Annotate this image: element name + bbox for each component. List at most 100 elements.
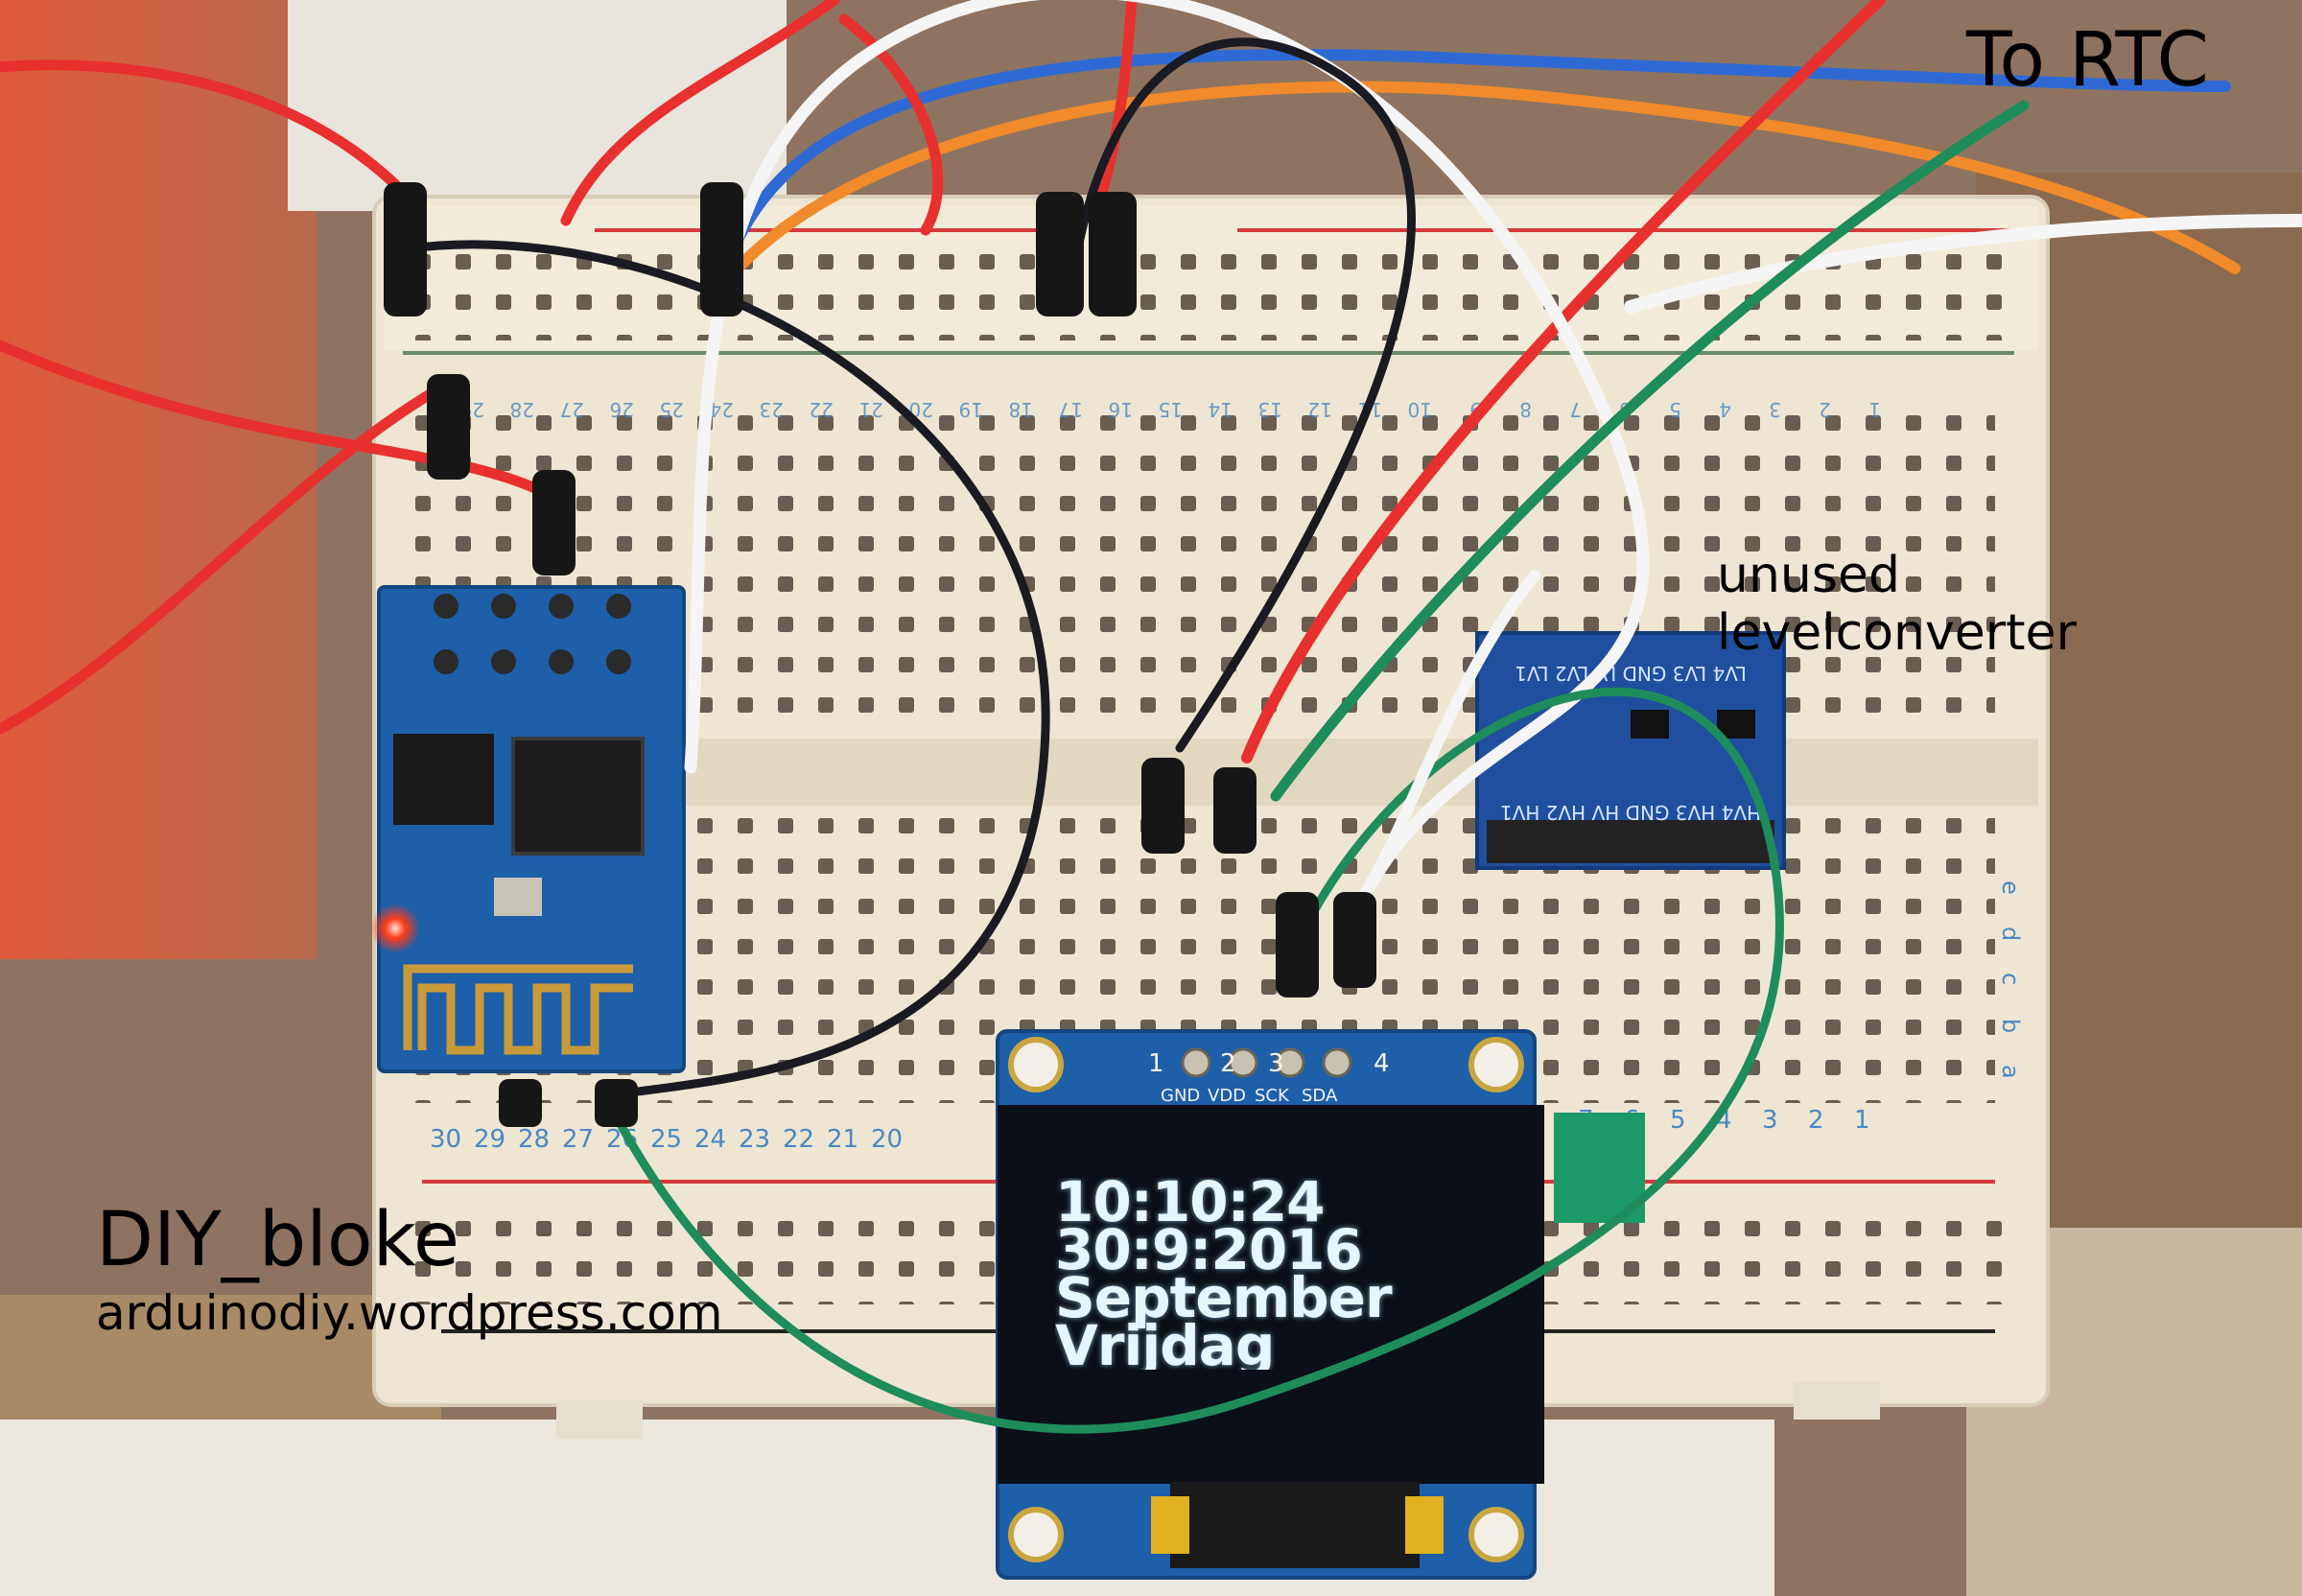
wire-red-top-2 xyxy=(838,13,944,236)
level-converter-pins xyxy=(1487,820,1774,863)
column-number: 2 xyxy=(1819,398,1831,421)
oled-time: 10:10:24 xyxy=(1055,1178,1326,1234)
wire-red-left-1 xyxy=(0,59,409,198)
column-number: 12 xyxy=(1308,398,1332,421)
oled-date: 30:9:2016 xyxy=(1055,1217,1363,1282)
oled-pin-number: 2 xyxy=(1220,1049,1236,1078)
oled-mount-hole-br xyxy=(1468,1507,1524,1562)
website-label: arduinodiy.wordpress.com xyxy=(96,1285,723,1341)
author-label: DIY_bloke xyxy=(96,1197,459,1283)
wire-white-lower xyxy=(1366,570,1540,888)
wire-green-diagonal xyxy=(1270,100,2030,802)
column-number: 3 xyxy=(1769,398,1781,421)
column-number: 19 xyxy=(959,398,983,421)
column-number: 27 xyxy=(560,398,584,421)
oled-mount-hole-bl xyxy=(1008,1507,1064,1562)
unused-label-line1: unused xyxy=(1717,547,1900,604)
esp01-crystal xyxy=(494,878,542,916)
column-number: 5 xyxy=(1670,1106,1686,1135)
column-number: 4 xyxy=(1719,398,1731,421)
column-number: 23 xyxy=(760,398,784,421)
esp01-esp8266-chip xyxy=(511,737,645,856)
column-number: 1 xyxy=(1854,1106,1870,1135)
column-number: 24 xyxy=(694,1125,726,1154)
column-number: 28 xyxy=(510,398,534,421)
level-converter-mosfet-1 xyxy=(1631,710,1669,739)
column-number: 16 xyxy=(1109,398,1133,421)
level-converter-bottom-labels: HV4 HV3 GND HV HV2 HV1 xyxy=(1500,801,1761,824)
oled-pin-label: SDA xyxy=(1302,1086,1338,1106)
wire-red-vertical xyxy=(1088,0,1138,226)
column-number: 22 xyxy=(783,1125,814,1154)
column-number: 30 xyxy=(430,1125,461,1154)
column-number: 2 xyxy=(1808,1106,1824,1135)
column-number: 10 xyxy=(1408,398,1432,421)
wire-black-top-loop xyxy=(1069,37,1416,753)
oled-pin-number: 3 xyxy=(1268,1049,1284,1078)
oled-pin-label: VDD xyxy=(1208,1086,1246,1106)
oled-bottom-connector xyxy=(1170,1482,1420,1568)
column-number: 7 xyxy=(1569,398,1582,421)
column-number: 22 xyxy=(810,398,834,421)
wire-red-top xyxy=(560,0,840,226)
column-number: 5 xyxy=(1669,398,1681,421)
column-number: 18 xyxy=(1009,398,1033,421)
top-rail-holes xyxy=(403,245,2014,340)
oled-pin-label: GND xyxy=(1161,1086,1200,1106)
breadboard-foot-right xyxy=(1794,1381,1880,1420)
oled-pin-labels: GND VDD SCK SDA xyxy=(1161,1086,1338,1106)
oled-pin-number: 4 xyxy=(1374,1049,1390,1078)
column-number: 25 xyxy=(660,398,684,421)
column-number: 28 xyxy=(518,1125,550,1154)
column-number: 13 xyxy=(1258,398,1282,421)
unused-levelconverter-label: unused levelconverter xyxy=(1717,547,2077,662)
column-number: 14 xyxy=(1209,398,1233,421)
jumper-plugs xyxy=(384,182,1376,1127)
row-letter: b xyxy=(1997,1019,2024,1033)
wire-white-top-right xyxy=(1624,214,2302,314)
level-converter-module: LV4 LV3 GND LV LV2 LV1 HV4 HV3 GND HV HV… xyxy=(1475,631,1786,870)
oled-month: September xyxy=(1055,1265,1393,1330)
column-number: 23 xyxy=(739,1125,770,1154)
oled-pin-label: SCK xyxy=(1255,1086,1290,1106)
esp01-header-pins xyxy=(434,594,631,674)
column-number: 27 xyxy=(562,1125,594,1154)
column-number: 1 xyxy=(1868,398,1881,421)
wire-red-left-2 xyxy=(0,387,437,735)
column-number: 21 xyxy=(827,1125,858,1154)
oled-connector-gold-r xyxy=(1405,1496,1444,1554)
column-number: 21 xyxy=(859,398,883,421)
oled-screen xyxy=(998,1105,1544,1484)
row-letter: c xyxy=(1997,973,2024,985)
column-number: 8 xyxy=(1519,398,1532,421)
esp01-module xyxy=(370,585,686,1073)
oled-day: Vrijdag xyxy=(1055,1313,1275,1370)
row-letter: d xyxy=(1997,927,2024,941)
wire-blue xyxy=(723,48,2231,265)
oled-mount-hole-tr xyxy=(1468,1037,1524,1092)
esp01-flash-chip xyxy=(393,734,494,825)
background-left-red-box xyxy=(0,0,317,959)
row-letter: a xyxy=(1997,1065,2024,1079)
row-letters: a b c d e xyxy=(1997,880,2024,1079)
column-number: 25 xyxy=(650,1125,682,1154)
breadboard-foot-left xyxy=(556,1400,643,1439)
background-white-paper xyxy=(288,0,787,211)
wire-red-left-3 xyxy=(0,340,543,495)
wire-green-loop xyxy=(599,687,1784,1434)
oled-connector-gold-l xyxy=(1151,1496,1189,1554)
level-converter-top-labels: LV4 LV3 GND LV LV2 LV1 xyxy=(1515,662,1747,685)
column-number: 17 xyxy=(1059,398,1083,421)
wires xyxy=(0,0,2302,1434)
column-number: 26 xyxy=(610,398,634,421)
wire-red-diagonal xyxy=(1241,0,1886,763)
column-number: 20 xyxy=(871,1125,903,1154)
row-letter: e xyxy=(1997,880,2024,895)
to-rtc-label: To RTC xyxy=(1966,17,2209,104)
column-number: 3 xyxy=(1762,1106,1778,1135)
wire-black-loop xyxy=(398,240,1050,1098)
